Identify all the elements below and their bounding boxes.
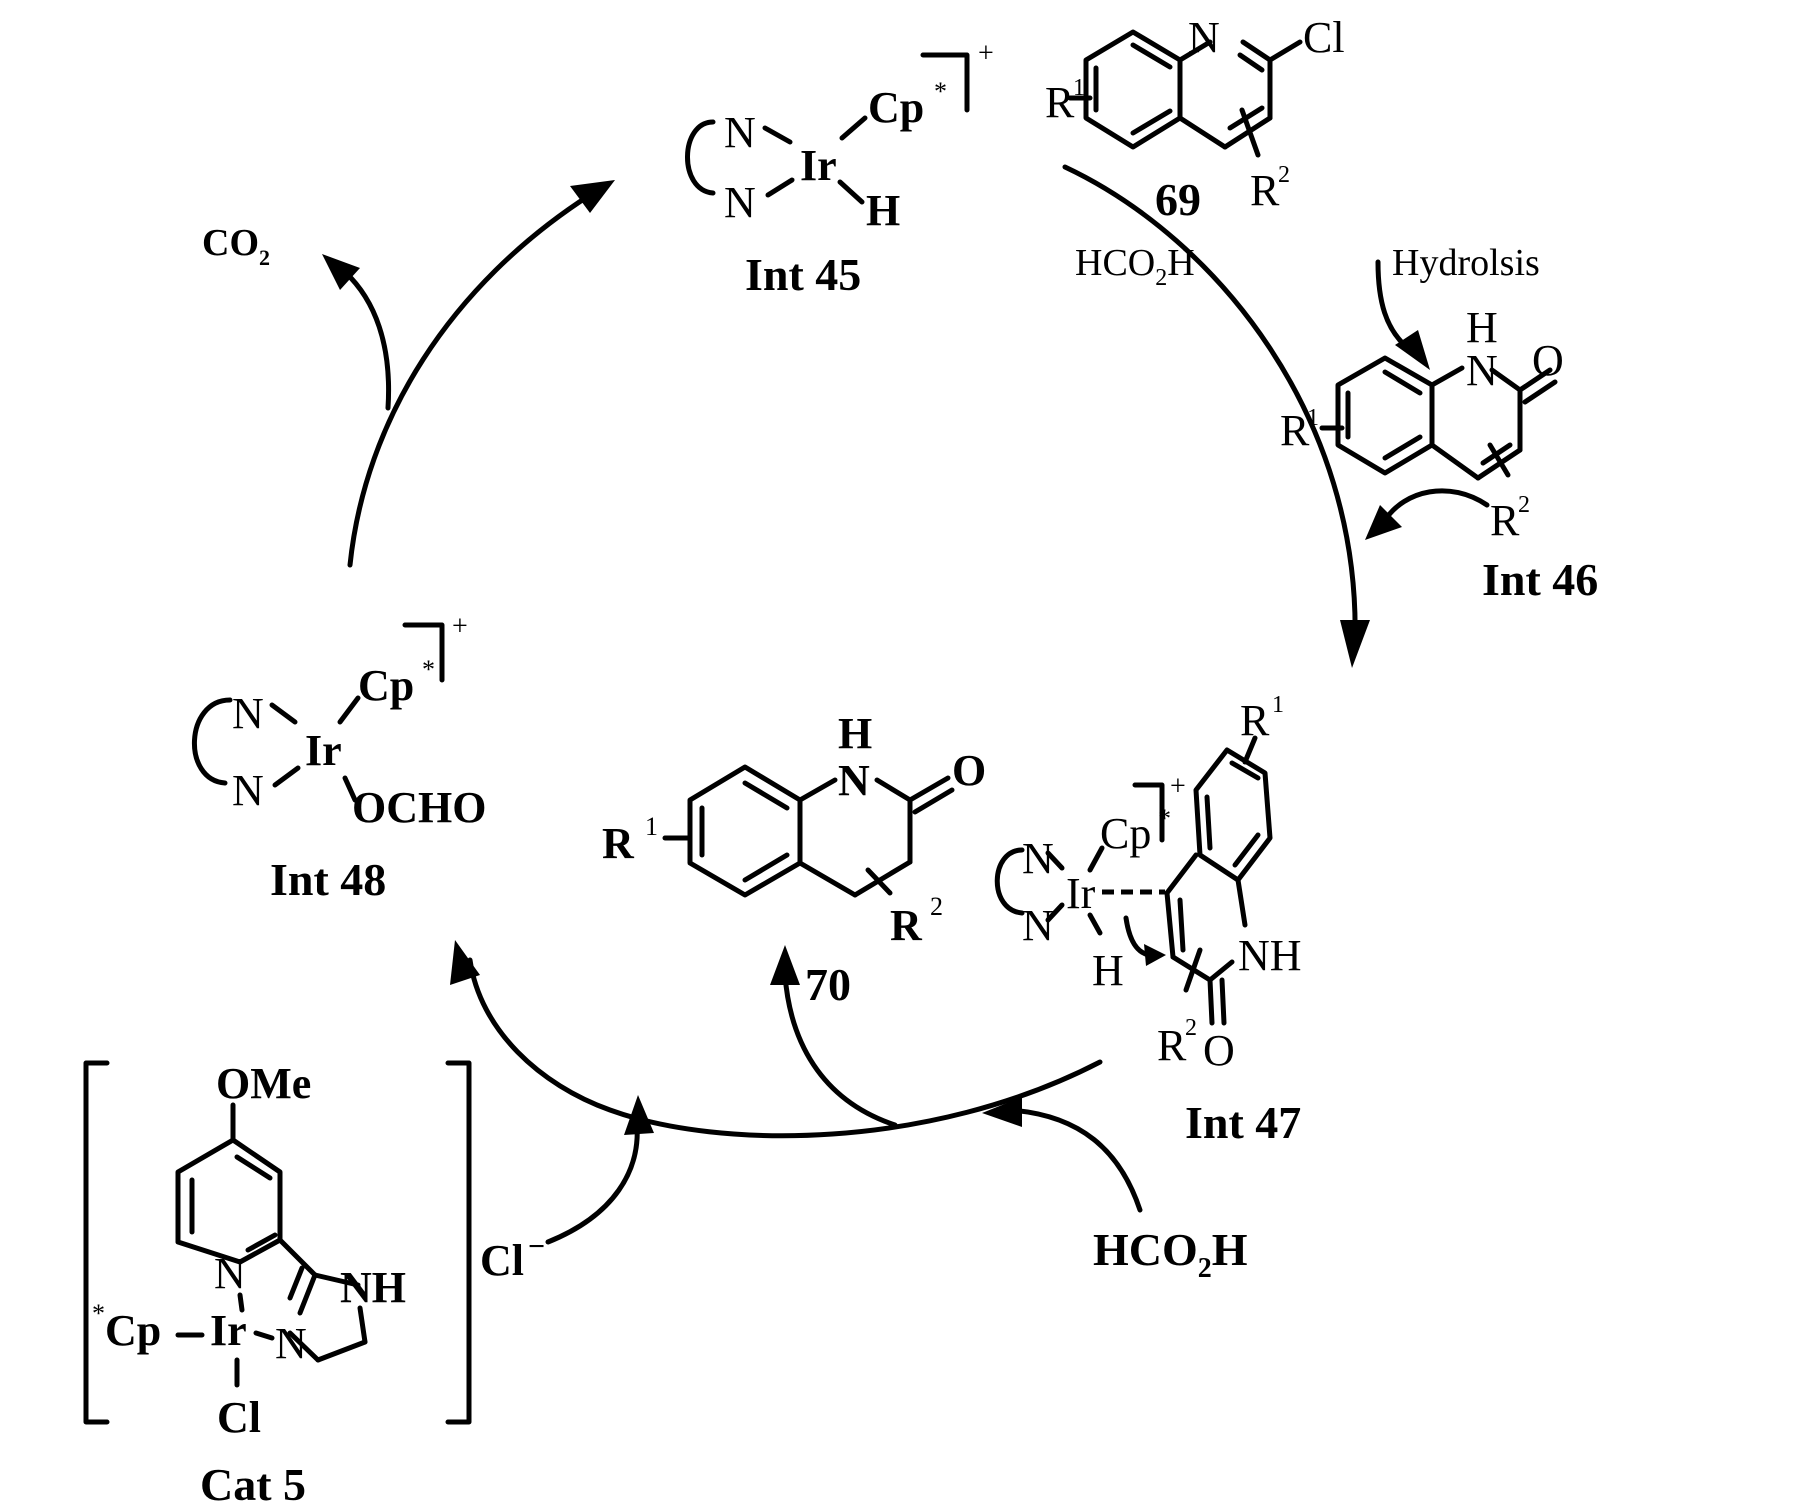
int46-n: N — [1466, 346, 1498, 395]
substrate-69-n: N — [1188, 13, 1220, 62]
int45-label: Int 45 — [745, 249, 861, 300]
hydrolysis-reagent: HCO2H — [1075, 242, 1195, 291]
arrow-int45-to-int47 — [1062, 164, 1370, 668]
catalyst-5: OMe N NH * Cp Ir N Cl Cl − Cat 5 — [83, 1059, 545, 1510]
product-70-r1-sup: 1 — [645, 812, 658, 841]
catalyst-ome: OMe — [216, 1059, 311, 1108]
int46-r2-sup: 2 — [1518, 492, 1530, 518]
arrow-catalyst-in — [545, 1095, 654, 1245]
int46-r1: R — [1280, 406, 1310, 455]
substrate-69-r1-sup: 1 — [1073, 75, 1085, 101]
int47-charge: + — [1170, 771, 1186, 802]
arrow-int46-join — [1365, 488, 1490, 540]
catalyst-pyridine-n: N — [214, 1249, 246, 1298]
int47-o: O — [1203, 1026, 1235, 1075]
int47-ligand-n-top: N — [1022, 834, 1054, 883]
hydrolysis-label: Hydrolsis — [1392, 242, 1540, 284]
int48-label: Int 48 — [270, 854, 386, 905]
int46-o: O — [1532, 336, 1564, 385]
arrow-int48-to-int45 — [347, 180, 615, 568]
product-70-r2-sup: 2 — [930, 892, 943, 921]
product-70-label: 70 — [805, 959, 851, 1010]
product-70-o: O — [952, 746, 986, 795]
co2-label: CO2 — [202, 222, 270, 270]
int47-label: Int 47 — [1185, 1097, 1301, 1148]
int46-r2: R — [1490, 496, 1520, 545]
substrate-69-r1: R — [1045, 78, 1075, 127]
arrow-formic-acid-in — [982, 1097, 1143, 1213]
bracket-left — [83, 1060, 110, 1425]
int46-nh-h: H — [1466, 303, 1498, 352]
int45-charge: + — [978, 38, 994, 69]
substrate-69-r2: R — [1250, 166, 1280, 215]
arrow-hydrolysis — [1375, 259, 1430, 370]
int48-iridium: Ir — [305, 726, 342, 775]
int-47: N N Ir Cp * + H R 1 NH R 2 O Int — [994, 692, 1302, 1148]
int-45: N N Ir Cp * + H Int 45 — [685, 38, 994, 300]
product-70-nh-h: H — [838, 709, 872, 758]
int48-cp: Cp — [358, 661, 414, 710]
catalyst-cl-ligand: Cl — [217, 1393, 261, 1442]
formic-acid-label: HCO2H — [1093, 1224, 1248, 1284]
int47-r2: R — [1157, 1021, 1187, 1070]
product-70-r2: R — [890, 901, 923, 950]
product-70: H N O R 1 R 2 70 — [602, 709, 986, 1010]
int45-cp-star: * — [934, 77, 947, 106]
int48-charge: + — [452, 611, 468, 642]
int-46: H N O R 1 R 2 Int 46 — [1280, 303, 1598, 605]
hydrolysis-conditions: HCO2H Hydrolsis — [1075, 242, 1540, 291]
product-70-r1: R — [602, 819, 635, 868]
int47-ligand-n-bottom: N — [1022, 901, 1054, 950]
int45-iridium: Ir — [800, 141, 837, 190]
product-70-n: N — [838, 756, 870, 805]
int45-ligand-n-top: N — [724, 108, 756, 157]
catalyst-iridium: Ir — [210, 1306, 247, 1355]
substrate-69-r2-sup: 2 — [1278, 162, 1290, 188]
int45-cp: Cp — [868, 83, 924, 132]
int46-label: Int 46 — [1482, 554, 1598, 605]
int47-r2-sup: 2 — [1185, 1015, 1197, 1041]
int48-formate: OCHO — [352, 783, 486, 832]
int45-hydride: H — [866, 186, 900, 235]
int47-r1: R — [1240, 696, 1270, 745]
catalyst-counterion-charge: − — [528, 1230, 545, 1263]
int47-hydride: H — [1092, 946, 1124, 995]
catalyst-imidazoline-n: N — [275, 1319, 307, 1368]
catalyst-nh: NH — [340, 1263, 406, 1312]
substrate-69: N Cl R 1 R 2 69 — [1045, 13, 1345, 225]
int45-ligand-n-bottom: N — [724, 178, 756, 227]
substrate-69-cl: Cl — [1303, 13, 1345, 62]
arrow-int47-to-int48 — [450, 940, 1103, 1139]
catalyst-cp-star: * — [92, 1299, 105, 1328]
arrow-co2-release — [322, 254, 392, 411]
int47-nh: NH — [1238, 931, 1302, 980]
catalyst-cp: Cp — [105, 1306, 161, 1355]
int-48: N N Ir Cp * + OCHO Int 48 — [191, 611, 486, 905]
int46-r1-sup: 1 — [1307, 405, 1319, 431]
int47-cp: Cp — [1100, 809, 1151, 858]
arrow-product-release — [770, 945, 898, 1128]
catalyst-counterion: Cl — [480, 1236, 524, 1285]
int48-cp-star: * — [422, 655, 435, 684]
int48-ligand-n-top: N — [232, 689, 264, 738]
catalyst-label: Cat 5 — [200, 1459, 306, 1510]
substrate-69-label: 69 — [1155, 174, 1201, 225]
int47-iridium: Ir — [1066, 869, 1096, 918]
bracket-right — [445, 1060, 472, 1425]
int47-r1-sup: 1 — [1272, 692, 1284, 718]
int48-ligand-n-bottom: N — [232, 766, 264, 815]
